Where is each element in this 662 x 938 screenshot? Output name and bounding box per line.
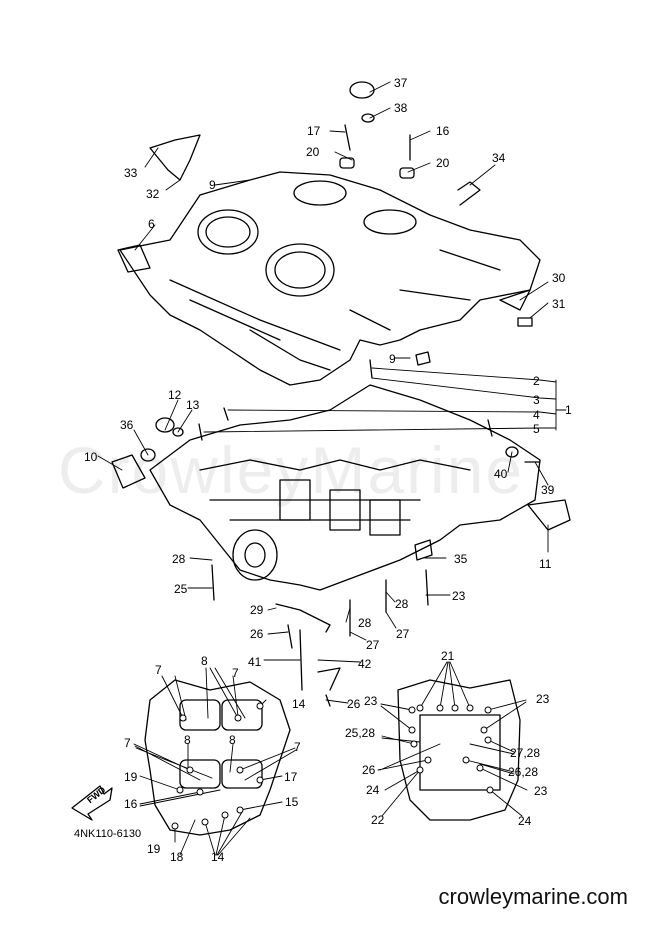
callout-42: 42 (358, 657, 372, 671)
callout-17: 17 (307, 124, 321, 138)
callout-25-28: 25,28 (345, 726, 376, 740)
callout-16: 16 (436, 124, 450, 138)
watermark: CrowleyMarine (58, 433, 525, 507)
callout-3: 3 (533, 393, 540, 407)
site-url: crowleymarine.com (438, 884, 629, 909)
callout-21: 21 (441, 649, 455, 663)
callout-12: 12 (168, 388, 182, 402)
callout-24: 24 (518, 814, 532, 828)
callout-24: 24 (366, 783, 380, 797)
callout-22: 22 (371, 813, 385, 827)
callout-26: 26 (347, 697, 361, 711)
cylinder-bore-right (265, 243, 335, 297)
callout-13: 13 (186, 398, 200, 412)
plug-6 (117, 244, 151, 273)
callout-26: 26 (362, 763, 376, 777)
callout-8: 8 (229, 733, 236, 747)
figure-code: 4NK110-6130 (74, 828, 142, 840)
callout-35: 35 (454, 552, 468, 566)
bottom-view-right (397, 679, 521, 821)
callout-27: 27 (396, 627, 410, 641)
callout-20: 20 (436, 156, 450, 170)
callout-38: 38 (394, 101, 408, 115)
callout-23: 23 (452, 589, 466, 603)
callout-4: 4 (533, 408, 540, 422)
callout-19: 19 (124, 770, 138, 784)
callout-37: 37 (394, 76, 408, 90)
callout-8: 8 (184, 733, 191, 747)
callout-7: 7 (155, 663, 162, 677)
callout-10: 10 (84, 450, 98, 464)
callout-27: 27 (366, 638, 380, 652)
callout-markers (171, 702, 494, 830)
callout-29: 29 (250, 603, 264, 617)
fwd-arrow (71, 785, 113, 821)
callout-23: 23 (534, 784, 548, 798)
oil-filler-cap (349, 81, 375, 99)
callout-5: 5 (533, 422, 540, 436)
callout-1: 1 (565, 403, 572, 417)
callout-19: 19 (147, 842, 161, 856)
callout-8: 8 (201, 654, 208, 668)
plug-10 (111, 454, 146, 489)
plug-11 (527, 499, 571, 531)
callout-9: 9 (389, 352, 396, 366)
callout-14: 14 (211, 850, 225, 864)
upper-crankcase (119, 171, 541, 386)
callout-25: 25 (174, 582, 188, 596)
callout-39: 39 (541, 483, 555, 497)
callout-16: 16 (124, 797, 138, 811)
lower-crankcase (149, 384, 541, 591)
callout-33: 33 (124, 166, 138, 180)
callout-7: 7 (124, 736, 131, 750)
callout-7: 7 (294, 740, 301, 754)
callout-17: 17 (284, 770, 298, 784)
callout-20: 20 (306, 145, 320, 159)
callout-32: 32 (146, 187, 160, 201)
callout-26-28: 26,28 (508, 765, 539, 779)
callout-18: 18 (170, 850, 184, 864)
callout-23: 23 (364, 694, 378, 708)
callout-36: 36 (120, 418, 134, 432)
callout-40: 40 (494, 467, 508, 481)
callout-2: 2 (533, 374, 540, 388)
callout-27-28: 27,28 (510, 746, 541, 760)
callout-28: 28 (172, 552, 186, 566)
callout-28: 28 (395, 597, 409, 611)
bottom-view-left (144, 679, 291, 836)
callout-28: 28 (358, 616, 372, 630)
callout-23: 23 (536, 692, 550, 706)
callout-7: 7 (232, 666, 239, 680)
callout-15: 15 (285, 795, 299, 809)
callout-6: 6 (148, 217, 155, 231)
callout-30: 30 (552, 271, 566, 285)
callout-31: 31 (552, 297, 566, 311)
callout-14: 14 (292, 697, 306, 711)
callout-34: 34 (492, 151, 506, 165)
callout-11: 11 (539, 557, 552, 571)
cylinder-bore-left (197, 209, 259, 255)
callout-9: 9 (209, 178, 216, 192)
callout-26: 26 (250, 627, 264, 641)
callout-41: 41 (248, 655, 262, 669)
